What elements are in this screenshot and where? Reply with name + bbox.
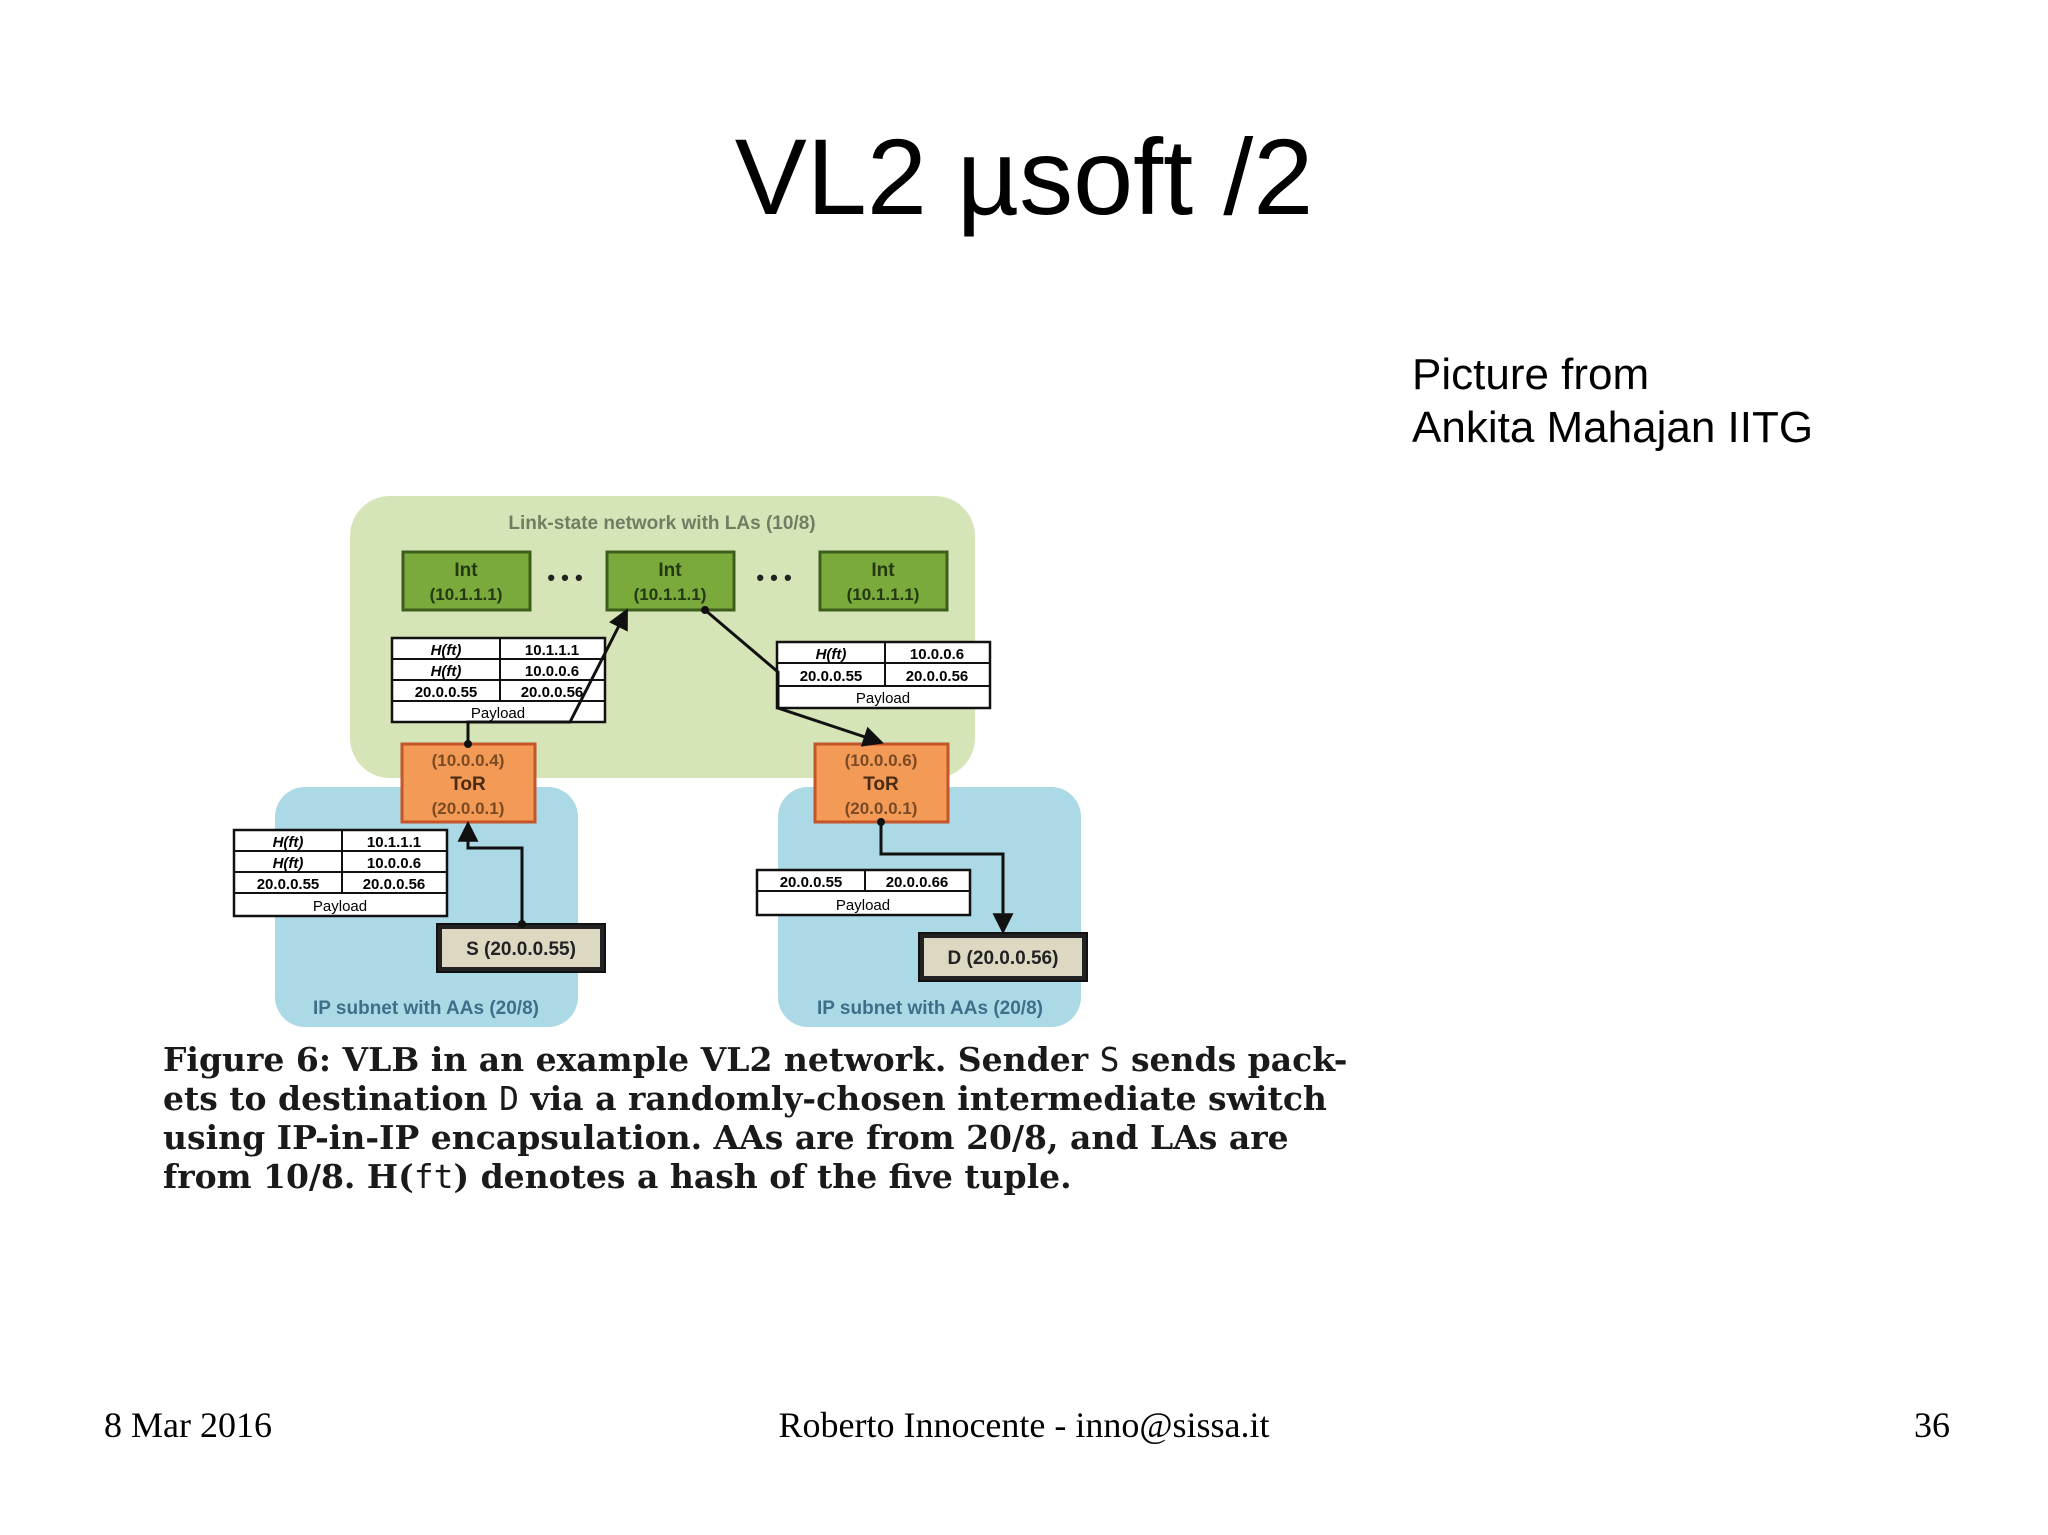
page-number: 36 bbox=[1914, 1405, 1950, 1445]
svg-text:D (20.0.0.56): D (20.0.0.56) bbox=[948, 948, 1059, 969]
packet-header-dest: 20.0.0.55 20.0.0.66 Payload bbox=[755, 868, 972, 917]
svg-text:20.0.0.55: 20.0.0.55 bbox=[800, 668, 863, 685]
slide-title: VL2 µsoft /2 bbox=[734, 116, 1314, 237]
packet-header-down: H(ft) 10.0.0.6 20.0.0.55 20.0.0.56 Paylo… bbox=[775, 640, 992, 710]
caption-line-1: Figure 6: VLB in an example VL2 network.… bbox=[163, 1040, 1348, 1079]
svg-text:10.1.1.1: 10.1.1.1 bbox=[367, 834, 421, 851]
int-switch-3: Int (10.1.1.1) bbox=[818, 550, 949, 612]
tor-switch-right: (10.0.0.6) ToR (20.0.0.1) bbox=[813, 742, 950, 824]
svg-text:10.0.0.6: 10.0.0.6 bbox=[367, 855, 421, 872]
packet-header-up: H(ft) 10.1.1.1 H(ft) 10.0.0.6 20.0.0.55 … bbox=[390, 636, 607, 724]
flow-dot-tor-right bbox=[877, 818, 885, 826]
svg-text:H(ft): H(ft) bbox=[816, 646, 847, 663]
svg-text:10.0.0.6: 10.0.0.6 bbox=[525, 663, 579, 680]
credit-line-1: Picture from bbox=[1412, 350, 1650, 399]
svg-text:(20.0.0.1): (20.0.0.1) bbox=[432, 799, 505, 818]
svg-text:Int: Int bbox=[658, 560, 682, 581]
svg-text:Payload: Payload bbox=[313, 898, 367, 915]
svg-text:H(ft): H(ft) bbox=[431, 642, 462, 659]
destination-host: D (20.0.0.56) bbox=[918, 932, 1088, 982]
int-switch-2: Int (10.1.1.1) bbox=[605, 550, 736, 612]
ellipsis-2: • • • bbox=[756, 565, 791, 590]
flow-dot-tor-left bbox=[464, 740, 472, 748]
ellipsis-1: • • • bbox=[547, 565, 582, 590]
svg-text:H(ft): H(ft) bbox=[273, 855, 304, 872]
svg-text:ToR: ToR bbox=[450, 774, 486, 795]
caption-line-3: using IP-in-IP encapsulation. AAs are fr… bbox=[163, 1118, 1289, 1157]
tor-switch-left: (10.0.0.4) ToR (20.0.0.1) bbox=[400, 742, 537, 824]
flow-sender-to-tor bbox=[457, 820, 524, 924]
flow-dot-sender bbox=[518, 920, 526, 928]
vl2-vlb-diagram: Link-state network with LAs (10/8) IP su… bbox=[232, 496, 1088, 1027]
credit-line-2: Ankita Mahajan IITG bbox=[1412, 403, 1814, 452]
packet-header-sender: H(ft) 10.1.1.1 H(ft) 10.0.0.6 20.0.0.55 … bbox=[232, 828, 449, 918]
svg-text:20.0.0.55: 20.0.0.55 bbox=[415, 684, 478, 701]
flow-tor-to-int bbox=[466, 608, 628, 744]
svg-text:H(ft): H(ft) bbox=[431, 663, 462, 680]
svg-text:(10.0.0.4): (10.0.0.4) bbox=[432, 751, 505, 770]
flow-tor-to-destination bbox=[879, 822, 1014, 935]
svg-text:H(ft): H(ft) bbox=[273, 834, 304, 851]
svg-text:10.0.0.6: 10.0.0.6 bbox=[910, 646, 964, 663]
svg-text:Payload: Payload bbox=[856, 690, 910, 707]
svg-text:20.0.0.55: 20.0.0.55 bbox=[780, 874, 843, 891]
svg-text:(10.0.0.6): (10.0.0.6) bbox=[845, 751, 918, 770]
svg-text:(10.1.1.1): (10.1.1.1) bbox=[847, 585, 920, 604]
figure-caption: Figure 6: VLB in an example VL2 network.… bbox=[163, 1040, 1348, 1196]
svg-text:20.0.0.56: 20.0.0.56 bbox=[521, 684, 584, 701]
left-subnet-label: IP subnet with AAs (20/8) bbox=[313, 998, 539, 1019]
right-subnet-label: IP subnet with AAs (20/8) bbox=[817, 998, 1043, 1019]
svg-text:20.0.0.56: 20.0.0.56 bbox=[363, 876, 426, 893]
footer-author: Roberto Innocente - inno@sissa.it bbox=[778, 1405, 1270, 1445]
caption-line-2: ets to destination D via a randomly-chos… bbox=[163, 1079, 1327, 1118]
svg-text:20.0.0.56: 20.0.0.56 bbox=[906, 668, 969, 685]
svg-text:(10.1.1.1): (10.1.1.1) bbox=[430, 585, 503, 604]
int-switch-1: Int (10.1.1.1) bbox=[401, 550, 532, 612]
picture-credit: Picture from Ankita Mahajan IITG bbox=[1412, 348, 1813, 454]
svg-text:(20.0.0.1): (20.0.0.1) bbox=[845, 799, 918, 818]
link-state-network-label: Link-state network with LAs (10/8) bbox=[508, 513, 815, 534]
footer-date: 8 Mar 2016 bbox=[104, 1405, 272, 1445]
svg-text:20.0.0.55: 20.0.0.55 bbox=[257, 876, 320, 893]
svg-text:Payload: Payload bbox=[471, 705, 525, 722]
flow-int-to-tor bbox=[704, 608, 884, 747]
svg-text:ToR: ToR bbox=[863, 774, 899, 795]
caption-line-4: from 10/8. H(ft) denotes a hash of the f… bbox=[163, 1157, 1072, 1196]
svg-text:Int: Int bbox=[871, 560, 895, 581]
svg-text:(10.1.1.1): (10.1.1.1) bbox=[634, 585, 707, 604]
flow-dot-int bbox=[701, 606, 709, 614]
svg-text:Payload: Payload bbox=[836, 897, 890, 914]
svg-text:10.1.1.1: 10.1.1.1 bbox=[525, 642, 579, 659]
svg-text:S (20.0.0.55): S (20.0.0.55) bbox=[466, 939, 576, 960]
sender-host: S (20.0.0.55) bbox=[436, 923, 606, 973]
svg-text:20.0.0.66: 20.0.0.66 bbox=[886, 874, 949, 891]
svg-text:Int: Int bbox=[454, 560, 478, 581]
